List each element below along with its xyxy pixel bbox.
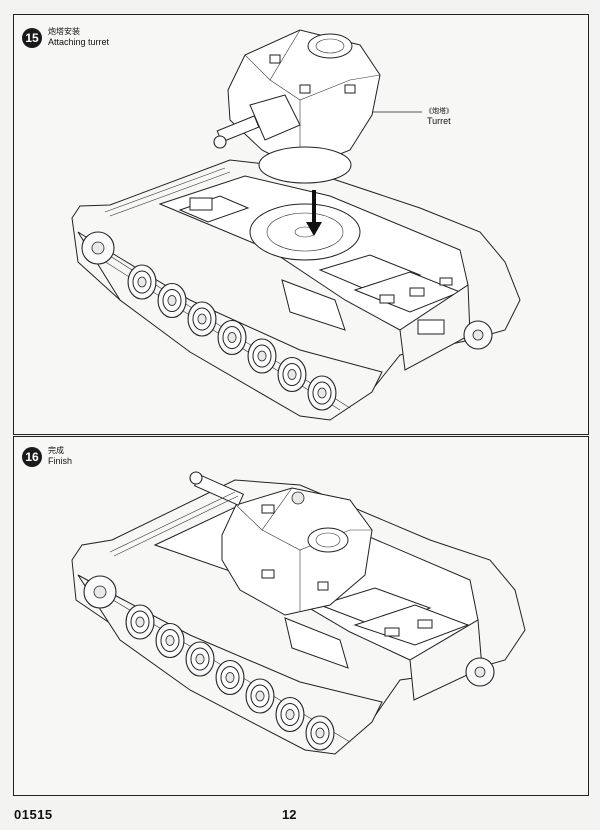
page-number: 12 bbox=[282, 807, 297, 822]
road-wheel bbox=[137, 276, 147, 288]
road-wheel bbox=[285, 709, 295, 720]
step-title-cn: 完成 bbox=[48, 446, 64, 455]
step-number-badge: 15 bbox=[22, 28, 42, 48]
turret-callout-en: Turret bbox=[427, 116, 451, 126]
step-title-cn: 炮塔安装 bbox=[48, 27, 80, 36]
turret-drawing bbox=[213, 29, 381, 184]
road-wheel bbox=[167, 295, 177, 306]
road-wheel bbox=[197, 313, 207, 325]
road-wheel bbox=[317, 387, 327, 399]
step-number-badge: 16 bbox=[22, 447, 42, 467]
road-wheel bbox=[195, 653, 205, 665]
road-wheel bbox=[225, 672, 235, 683]
product-code: 01515 bbox=[14, 807, 53, 822]
road-wheel bbox=[165, 635, 175, 646]
road-wheel bbox=[287, 369, 297, 380]
road-wheel bbox=[315, 727, 325, 739]
road-wheel bbox=[227, 332, 237, 343]
road-wheels bbox=[127, 264, 337, 411]
turret-callout-cn: 《炮塔》 bbox=[425, 107, 453, 115]
road-wheels bbox=[125, 604, 335, 751]
road-wheel bbox=[135, 616, 145, 628]
road-wheel bbox=[257, 350, 267, 362]
step-title-en: Finish bbox=[48, 456, 73, 466]
step-title-en: Attaching turret bbox=[48, 37, 110, 47]
road-wheel bbox=[255, 690, 265, 702]
